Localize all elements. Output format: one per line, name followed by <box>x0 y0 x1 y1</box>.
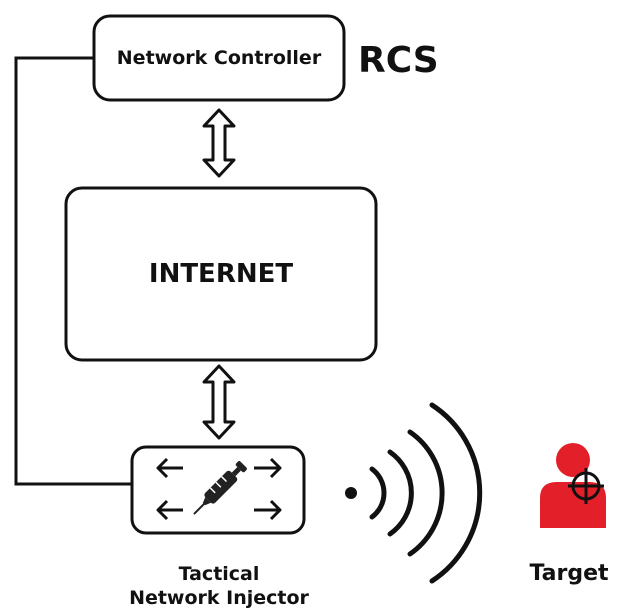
internet-injector-arrow <box>202 364 236 440</box>
network-controller-label: Network Controller <box>117 47 322 69</box>
internet-box <box>64 186 378 362</box>
target-person-icon <box>540 443 606 528</box>
target-label: Target <box>529 561 609 586</box>
internet-node: INTERNET <box>64 186 378 362</box>
injector-label-line2: Network Injector <box>129 587 309 609</box>
bottom-right-arrow-icon <box>254 499 282 521</box>
tactical-network-injector-node <box>130 445 306 535</box>
top-right-arrow-icon <box>254 457 282 479</box>
controller-injector-connector <box>14 56 132 486</box>
wireless-signal-icon <box>345 402 483 584</box>
top-left-arrow-icon <box>156 457 183 479</box>
syringe-icon <box>193 461 247 515</box>
internet-label: INTERNET <box>149 259 293 289</box>
controller-internet-arrow <box>202 108 236 178</box>
bottom-left-arrow-icon <box>156 499 183 521</box>
crosshair-icon <box>568 468 604 504</box>
injector-label-line1: Tactical <box>179 563 260 585</box>
network-controller-node: Network Controller <box>92 14 346 102</box>
rcs-label: RCS <box>358 40 439 81</box>
